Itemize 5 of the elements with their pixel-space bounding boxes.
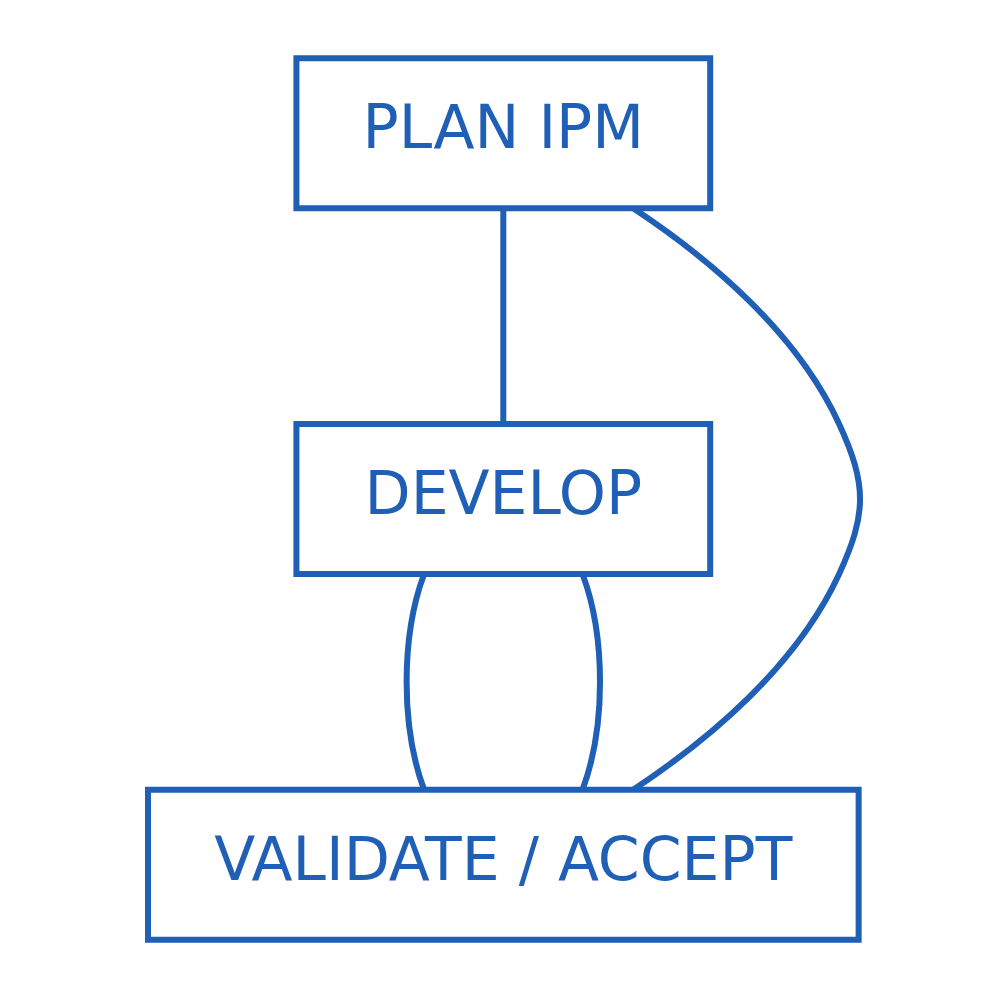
node-box: DEVELOP xyxy=(293,421,714,577)
connector xyxy=(631,206,863,792)
connector xyxy=(500,209,507,424)
node-box: VALIDATE / ACCEPT xyxy=(145,786,862,943)
node-box: PLAN IPM xyxy=(293,55,714,212)
